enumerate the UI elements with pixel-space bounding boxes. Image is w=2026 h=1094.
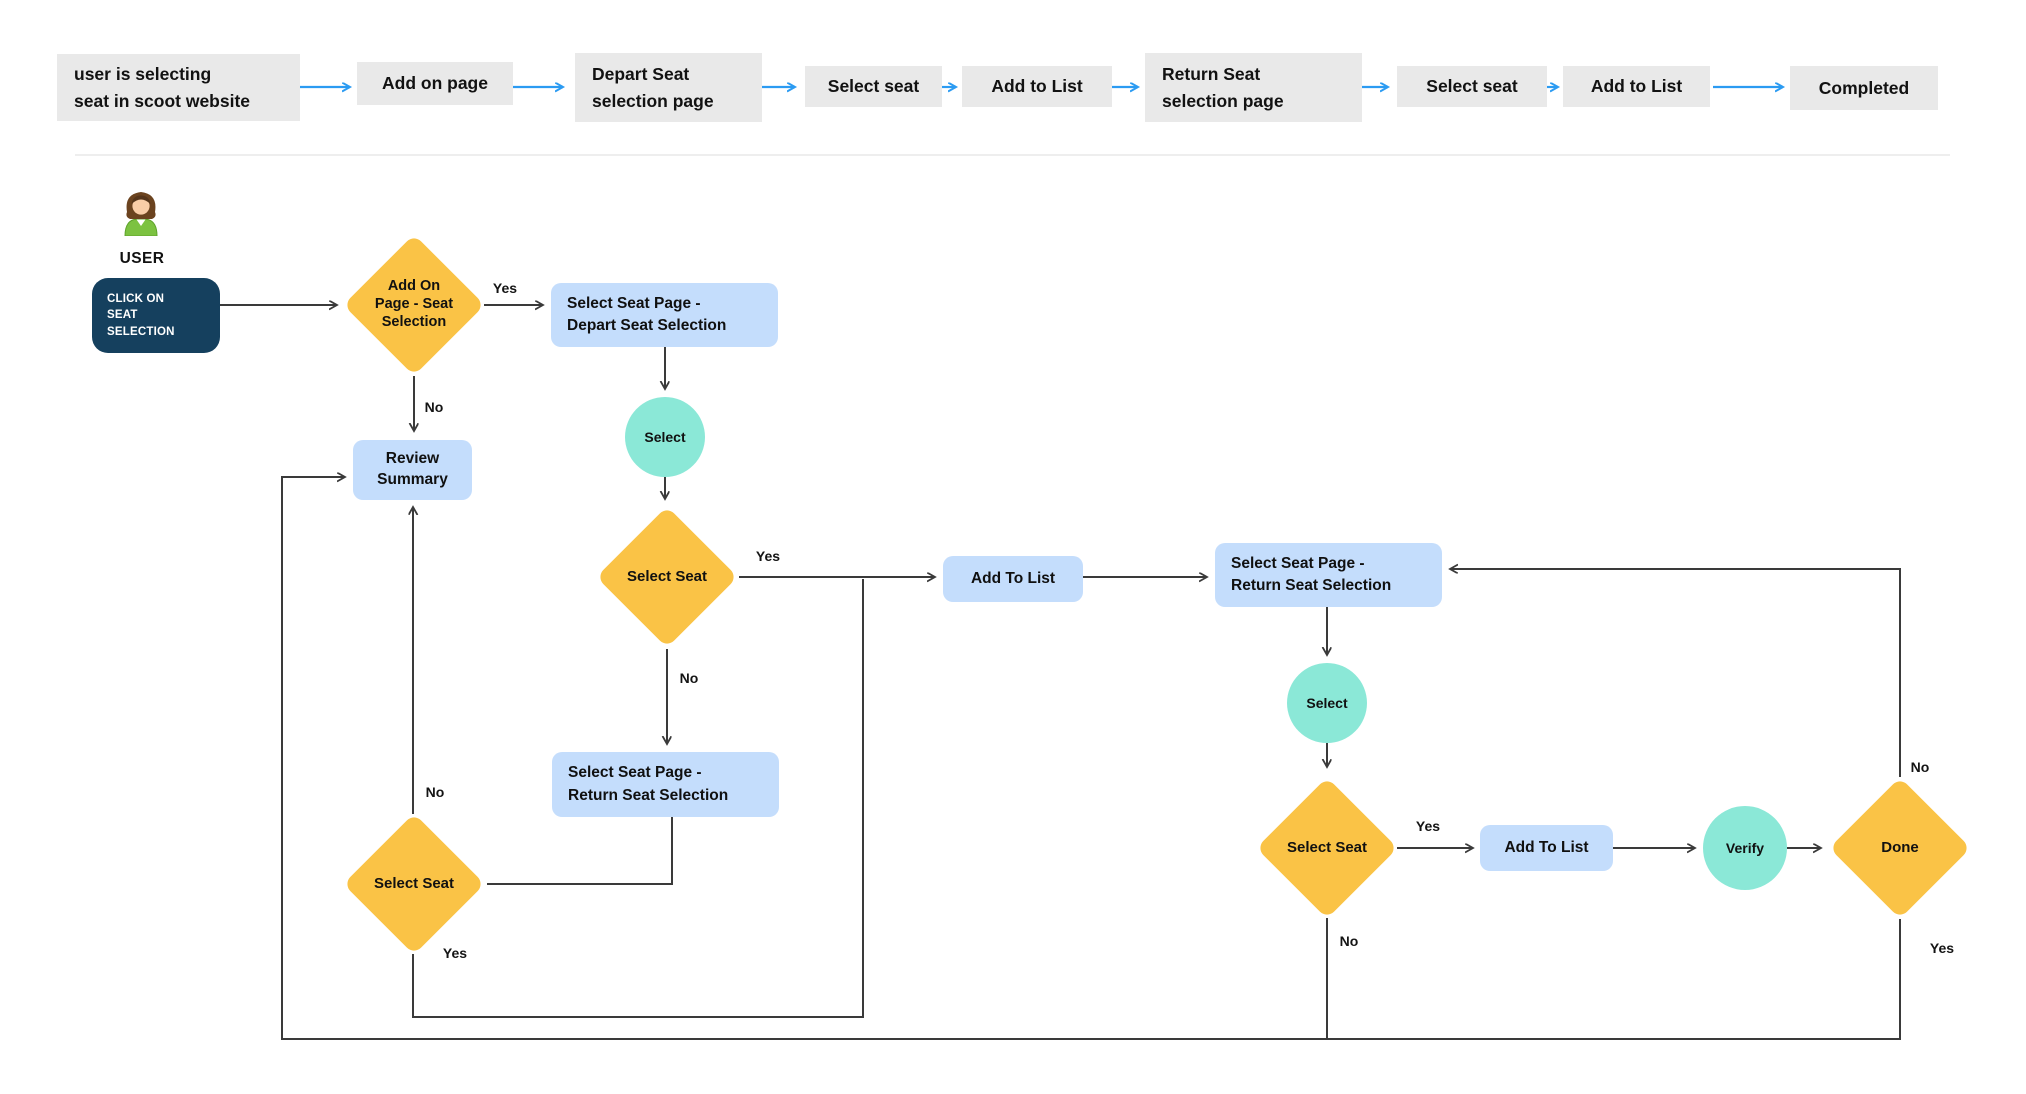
decision-add-on-page: Add On Page - Seat Selection [343,234,485,376]
state-select-depart: Select [625,397,705,477]
journey-step-depart-page: Depart Seat selection page [575,53,762,122]
state-verify: Verify [1703,806,1787,890]
decision-select-seat-depart-label: Select Seat [626,567,708,585]
edge-label-return-select-no: No [1339,933,1359,949]
edge-label-retry-yes: Yes [442,945,468,961]
edge-label-depart-select-yes: Yes [755,548,781,564]
edge-done-yes-review-loop [281,477,1901,1040]
journey-step-add-to-list-2: Add to List [1563,66,1710,107]
decision-select-seat-depart: Select Seat [596,506,738,648]
journey-step-select-seat-2: Select seat [1397,66,1547,107]
page-return-seat-selection-no-branch: Select Seat Page - Return Seat Selection [552,752,779,817]
edge-label-return-select-yes: Yes [1415,818,1441,834]
edge-done-no-returnpage [1450,569,1901,777]
journey-step-completed: Completed [1790,66,1938,110]
flow-connectors [220,305,1901,1040]
journey-step-intro: user is selecting seat in scoot website [57,54,300,121]
decision-done-label: Done [1881,838,1919,856]
edge-retry-yes-loop [412,579,864,1018]
state-select-return: Select [1287,663,1367,743]
decision-add-on-page-label: Add On Page - Seat Selection [374,278,454,330]
edge-label-depart-select-no: No [679,670,699,686]
decision-select-seat-retry-label: Select Seat [373,874,455,892]
journey-step-add-on-page: Add on page [357,62,513,105]
edge-label-retry-no: No [425,784,445,800]
section-divider [75,154,1950,156]
journey-step-add-to-list-1: Add to List [962,66,1112,107]
click-on-seat-selection-node: CLICK ON SEAT SELECTION [92,278,220,353]
journey-step-select-seat-1: Select seat [805,66,942,107]
edge-label-done-yes: Yes [1929,940,1955,956]
user-label: USER [119,250,165,267]
edge-label-done-no: No [1910,759,1930,775]
edge-label-addon-no: No [424,399,444,415]
decision-done: Done [1829,777,1971,919]
decision-select-seat-retry: Select Seat [343,813,485,955]
edge-returnpage-to-retry [487,817,673,885]
page-review-summary: Review Summary [353,440,472,500]
page-depart-seat-selection: Select Seat Page - Depart Seat Selection [551,283,778,347]
process-add-to-list-return: Add To List [1480,825,1613,871]
user-avatar-icon [124,192,158,236]
page-return-seat-selection: Select Seat Page - Return Seat Selection [1215,543,1442,607]
process-add-to-list-depart: Add To List [943,556,1083,602]
decision-select-seat-return: Select Seat [1256,777,1398,919]
journey-step-return-page: Return Seat selection page [1145,53,1362,122]
edge-label-addon-yes: Yes [492,280,518,296]
decision-select-seat-return-label: Select Seat [1286,838,1368,856]
